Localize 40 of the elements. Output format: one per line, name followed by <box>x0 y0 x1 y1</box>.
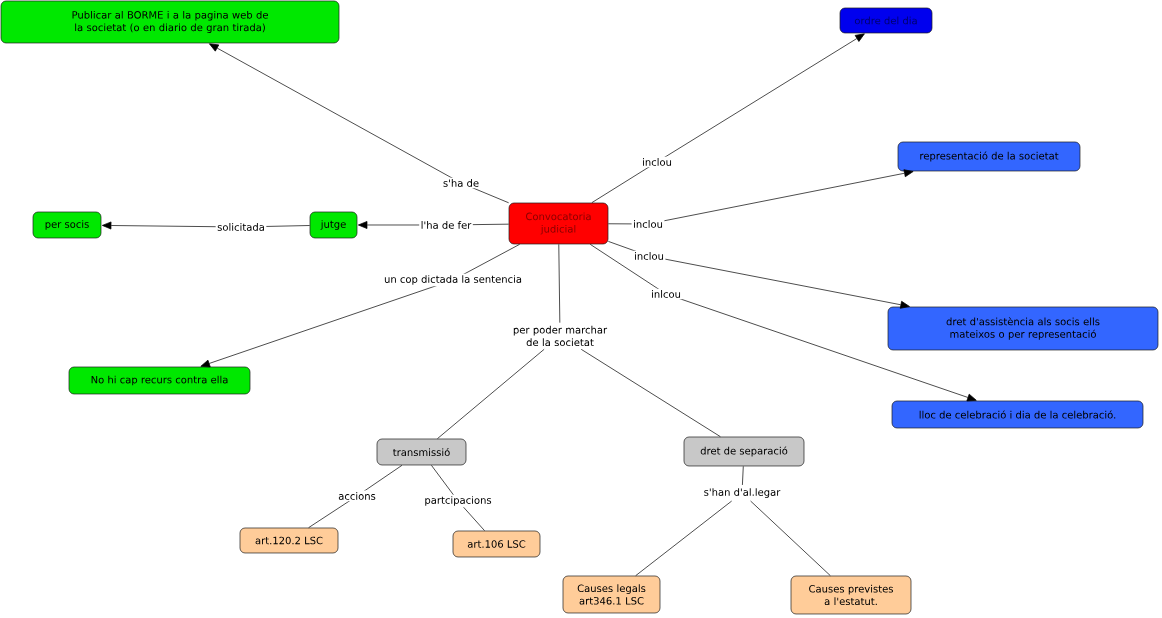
concept-box: art.106 LSC <box>452 530 541 558</box>
connector-line <box>580 348 721 437</box>
linking-phrase: per poder marchar de la societat <box>513 325 608 347</box>
edge-label: inclou <box>640 156 674 168</box>
connector-line <box>437 348 545 439</box>
edge-label: s'ha de <box>441 177 481 189</box>
arrow <box>608 169 914 225</box>
concept-box: Causes previstes a l'estatut. <box>790 575 912 615</box>
connector-line <box>635 500 733 576</box>
concept-box: No hi cap recurs contra ella <box>68 366 251 395</box>
arrow <box>589 244 977 402</box>
edge-label: un cop dictada la sentencia <box>382 273 524 287</box>
concept-box: Convocatoria judicial <box>508 202 609 245</box>
connector-line <box>742 466 744 486</box>
concept-box: Publicar al BORME i a la pagina web de la societat (o en diario de gran tirada) <box>0 0 340 44</box>
connector-line <box>558 244 561 324</box>
concept-box: jutge <box>309 211 358 239</box>
edge-label: solicitada <box>215 221 267 233</box>
concept-box: dret d'assistència als socis ells mateixos o per representació <box>887 306 1159 351</box>
concept-box: transmissió <box>376 438 467 466</box>
concept-box: Causes legals art346.1 LSC <box>562 575 661 614</box>
edge-label: inclou <box>632 250 666 262</box>
concept-box: lloc de celebració i dia de la celebració. <box>891 400 1144 429</box>
arrow <box>200 244 520 368</box>
edge-label: inclou <box>631 218 665 230</box>
connector-line <box>750 500 831 576</box>
edge-label: inlcou <box>649 288 683 300</box>
concept-box: art.120.2 LSC <box>239 527 339 554</box>
edge-label: l'ha de fer <box>419 219 473 231</box>
connector-line <box>308 465 403 528</box>
concept-box: ordre del dia <box>839 7 933 34</box>
edge-label: partcipacions <box>422 494 494 508</box>
arrow <box>591 33 865 203</box>
concept-box: representació de la societat <box>897 141 1081 172</box>
concept-box: per socis <box>32 211 102 239</box>
arrow <box>608 241 910 309</box>
edge-label: accions <box>336 490 378 502</box>
linking-phrase: s'han d'al.legar <box>704 488 781 498</box>
concept-box: dret de separació <box>683 436 805 467</box>
arrow <box>209 43 509 204</box>
